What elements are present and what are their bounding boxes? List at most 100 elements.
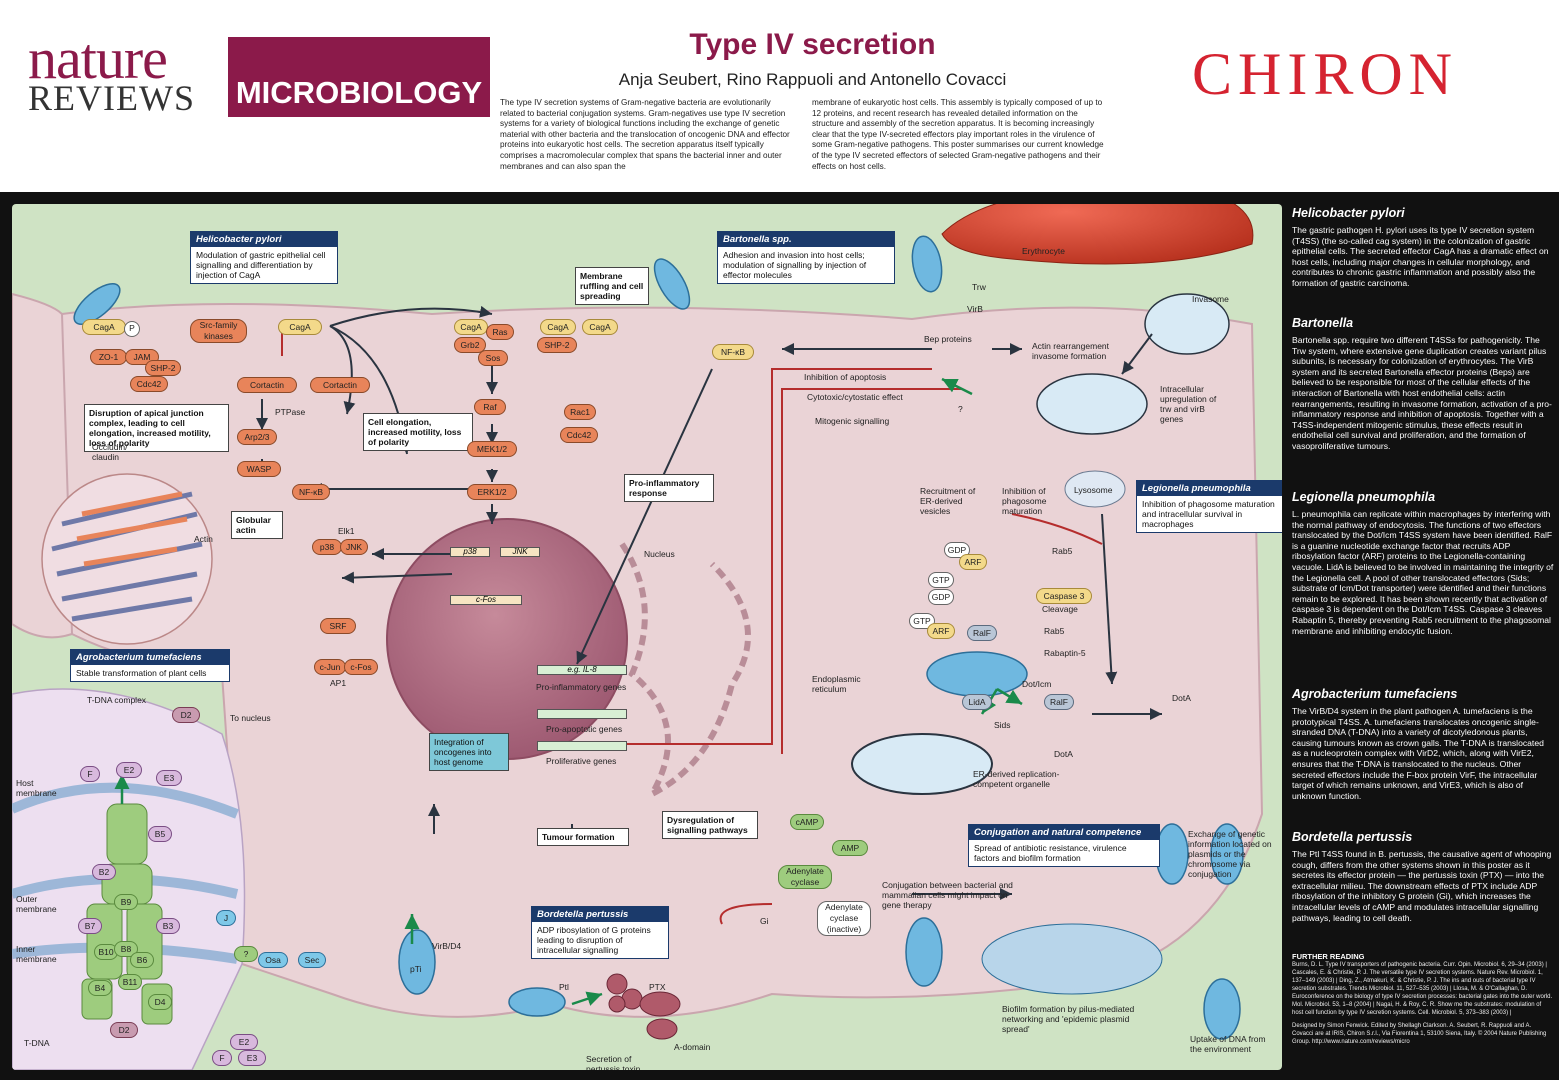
outer-membrane-label: Outer membrane: [16, 894, 57, 914]
pti-label: pTi: [410, 964, 422, 974]
b9-label: B9: [114, 894, 138, 910]
outcome-integration: Integration of oncogenes into host genom…: [429, 733, 509, 771]
erythrocyte-label: Erythrocyte: [1022, 246, 1065, 256]
inhibition-apoptosis-label: Inhibition of apoptosis: [804, 372, 887, 382]
cortactin-pill-2: Cortactin: [310, 377, 370, 393]
cfos-pill: c-Fos: [344, 659, 378, 675]
ptl-label: Ptl: [559, 982, 569, 992]
cagA-pill-3: CagA: [454, 319, 488, 335]
sidebar-legionella: Legionella pneumophila L. pneumophila ca…: [1292, 490, 1554, 636]
lysosome-label: Lysosome: [1074, 485, 1113, 495]
invasome-label: Invasome: [1192, 294, 1229, 304]
b2-label: B2: [92, 864, 116, 880]
gdp-pill-2: GDP: [928, 589, 954, 605]
sidebar-bordetella-text: The Ptl T4SS found in B. pertussis, the …: [1292, 849, 1552, 923]
panel-conjugation-text: Spread of antibiotic resistance, virulen…: [974, 843, 1127, 863]
arf-pill-2: ARF: [927, 623, 955, 639]
intracellular-bartonella: [1036, 373, 1148, 435]
e3-label: E3: [156, 770, 182, 786]
panel-conjugation-title: Conjugation and natural competence: [969, 825, 1159, 840]
b4-label: B4: [88, 980, 112, 996]
b11-label: B11: [118, 974, 142, 990]
b6-label: B6: [130, 952, 154, 968]
invasome: [1144, 293, 1230, 355]
a-domain-label: A-domain: [674, 1042, 711, 1052]
arp23-pill: Arp2/3: [237, 429, 277, 445]
d2-label-2: D2: [110, 1022, 138, 1038]
er-organelle: [851, 733, 993, 795]
inner-membrane-label: Inner membrane: [16, 944, 57, 964]
page-title: Type IV secretion: [689, 28, 936, 61]
authors: Anja Seubert, Rino Rappuoli and Antonell…: [618, 70, 1007, 89]
ptx-label: PTX: [649, 982, 666, 992]
sponsor-logo: CHIRON: [1191, 41, 1458, 107]
proliferative-genes-label: Proliferative genes: [546, 756, 617, 766]
tdna-complex-label: T-DNA complex: [87, 695, 147, 705]
exchange-label: Exchange of genetic information located …: [1188, 829, 1272, 879]
outcome-cell-elongation: Cell elongation, increased motility, los…: [363, 413, 473, 451]
panel-hpylori-text: Modulation of gastric epithelial cell si…: [196, 250, 326, 280]
osa-label: Osa: [258, 952, 288, 968]
f-label: F: [80, 766, 100, 782]
sidebar-bordetella-title: Bordetella pertussis: [1292, 830, 1413, 844]
er-organelle-label: ER-derived replication-competent organel…: [973, 769, 1060, 789]
er-membrane: [619, 542, 751, 802]
gtp-pill: GTP: [928, 572, 954, 588]
ralf-pill-2: RalF: [1044, 694, 1074, 710]
uptake-label: Uptake of DNA from the environment: [1190, 1034, 1266, 1054]
actin-rearrangement-label: Actin rearrangement invasome formation: [1032, 341, 1110, 361]
arf-pill: ARF: [959, 554, 987, 570]
cagA-pill-5: CagA: [582, 319, 618, 335]
sidebar-hpylori-title: Helicobacter pylori: [1292, 206, 1405, 220]
grb2-pill: Grb2: [454, 337, 486, 353]
panel-agrobacterium: Agrobacterium tumefaciens Stable transfo…: [70, 649, 230, 682]
sidebar-hpylori-text: The gastric pathogen H. pylori uses its …: [1292, 225, 1549, 288]
virbd4-label: VirB/D4: [432, 941, 462, 951]
dota-label-2: DotA: [1172, 693, 1191, 703]
erk-pill: ERK1/2: [467, 484, 517, 500]
e2-label-2: E2: [230, 1034, 258, 1050]
panel-bordetella: Bordetella pertussis ADP ribosylation of…: [531, 906, 669, 959]
cdc42-pill-2: Cdc42: [560, 427, 598, 443]
adenylate-cyclase-inactive-pill: Adenylate cyclase (inactive): [817, 901, 871, 936]
src-kinases-pill: Src-family kinases: [190, 319, 247, 343]
brand-journal-label: MICROBIOLOGY: [235, 75, 483, 110]
sids-label: Sids: [994, 720, 1011, 730]
caspase3-pill: Caspase 3: [1036, 588, 1092, 604]
panel-bartonella-text: Adhesion and invasion into host cells; m…: [723, 250, 867, 280]
panel-bartonella: Bartonella spp. Adhesion and invasion in…: [717, 231, 895, 284]
legionella-vacuole: [926, 651, 1028, 697]
pathway-arrows: [256, 305, 1162, 900]
intracellular-upregulation-label: Intracellular upregulation of trw and vi…: [1160, 384, 1217, 424]
gi-label: Gi: [760, 916, 769, 926]
brand-reviews: REVIEWS: [28, 78, 195, 118]
brand-journal: MICROBIOLOGY: [228, 37, 490, 117]
e2-label: E2: [116, 762, 142, 778]
rac1-pill: Rac1: [564, 404, 596, 420]
panel-legionella-title: Legionella pneumophila: [1137, 481, 1282, 496]
e3-label-2: E3: [238, 1050, 266, 1066]
trw-label: Trw: [972, 282, 986, 292]
gene-jnk: JNK: [500, 547, 540, 557]
panel-agrobacterium-text: Stable transformation of plant cells: [76, 668, 207, 678]
d4-label: D4: [148, 994, 172, 1010]
shp2-pill-2: SHP-2: [537, 337, 577, 353]
ptx-toxin: [606, 973, 681, 1040]
raf-pill: Raf: [474, 399, 506, 415]
diagram-canvas: Helicobacter pylori Modulation of gastri…: [12, 204, 1282, 1070]
host-membrane-label: Host membrane: [16, 778, 57, 798]
mek-pill: MEK1/2: [467, 441, 517, 457]
rabaptin-label: Rabaptin-5: [1044, 648, 1086, 658]
mitogenic-label: Mitogenic signalling: [815, 416, 890, 426]
er-label: Endoplasmic reticulum: [812, 674, 861, 694]
b5-label: B5: [148, 826, 172, 842]
elk1-label: Elk1: [338, 526, 355, 536]
question-label: ?: [958, 404, 963, 414]
to-nucleus-label: To nucleus: [230, 713, 271, 723]
virb-label: VirB: [967, 304, 983, 314]
panel-hpylori: Helicobacter pylori Modulation of gastri…: [190, 231, 338, 284]
biofilm-label: Biofilm formation by pilus-mediated netw…: [1002, 1004, 1135, 1034]
wasp-pill: WASP: [237, 461, 281, 477]
translocation-arrows: [114, 377, 1023, 1006]
outcome-membrane-ruffling: Membrane ruffling and cell spreading: [575, 267, 649, 305]
